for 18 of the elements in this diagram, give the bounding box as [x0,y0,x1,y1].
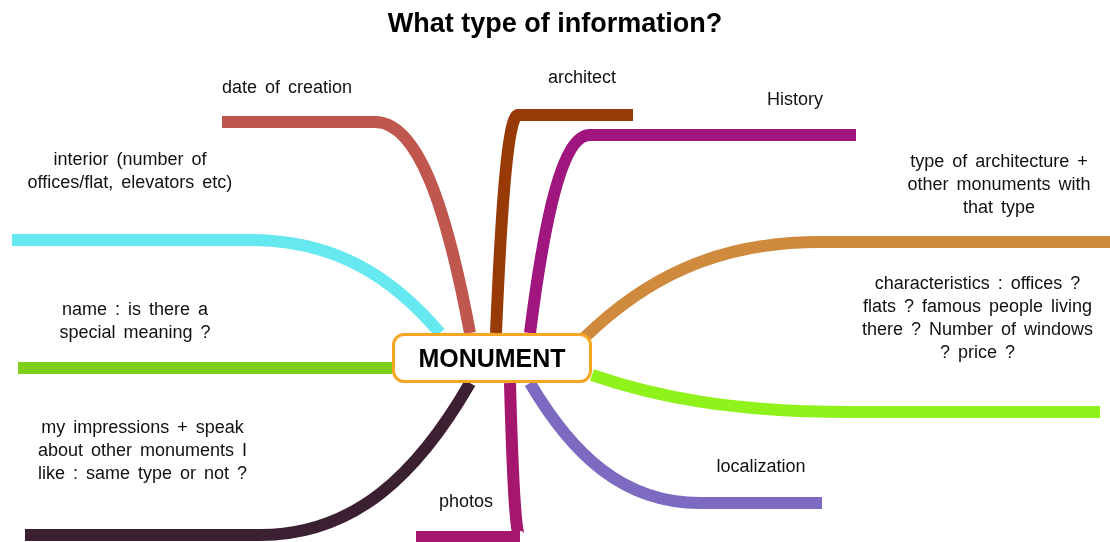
branch-line [490,109,633,334]
branch-line [590,369,1100,418]
branch-label: name : is there a special meaning ? [58,298,212,344]
branch-line [222,116,476,335]
diagram-title: What type of information? [386,8,724,39]
branch-label: photos [437,490,494,513]
branch-label: my impressions + speak about other monuments I like : same type or not ? [36,416,249,485]
branch-label: interior (number of offices/flat, elevators etc) [26,148,234,194]
branch-label: date of creation [222,76,354,99]
branch-label: localization [715,455,807,478]
branch-label: type of architecture + other monuments with that type [906,150,1092,219]
branch-label: characteristics : offices ? flats ? famous people living there ? Number of windows ? price ? [860,272,1095,364]
branch-line [416,382,526,542]
central-topic-label: MONUMENT [418,343,566,373]
branch-label: architect [547,66,617,89]
branch-label: History [766,88,824,111]
central-topic-box [392,333,592,383]
branch-line [524,129,856,334]
